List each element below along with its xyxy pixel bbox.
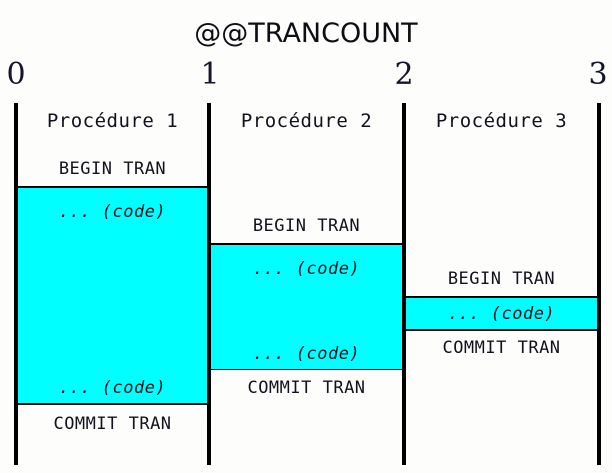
procedure-2-commit-tran-label: COMMIT TRAN bbox=[247, 378, 366, 398]
procedure-1-code-label-top: ... (code) bbox=[58, 202, 167, 222]
procedure-1-commit-tran-label: COMMIT TRAN bbox=[53, 414, 172, 434]
page-title: @@TRANCOUNT bbox=[194, 18, 418, 49]
nesting-level-line-1 bbox=[207, 103, 211, 465]
nesting-level-line-2 bbox=[402, 103, 406, 465]
column-header-procedure-2: Procédure 2 bbox=[240, 110, 373, 132]
procedure-3-code-block: ... (code) bbox=[406, 296, 597, 331]
procedure-2-code-label-top: ... (code) bbox=[252, 259, 361, 279]
procedure-2-begin-tran-label: BEGIN TRAN bbox=[252, 216, 361, 236]
procedure-3-begin-tran-label: BEGIN TRAN bbox=[447, 269, 556, 289]
procedure-2-code-label-bottom: ... (code) bbox=[252, 344, 361, 364]
nesting-level-line-0 bbox=[14, 103, 18, 465]
procedure-1-begin-tran: BEGIN TRAN bbox=[18, 152, 207, 186]
column-header-procedure-1: Procédure 1 bbox=[46, 110, 179, 132]
procedure-1-code-label-bottom: ... (code) bbox=[58, 378, 167, 398]
procedure-3-code-label: ... (code) bbox=[447, 303, 556, 324]
procedure-3-begin-tran: BEGIN TRAN bbox=[406, 262, 597, 296]
procedure-2-code-label-bottom-row: ... (code) bbox=[211, 339, 402, 369]
axis-label-1: 1 bbox=[200, 57, 220, 92]
axis-label-3: 3 bbox=[588, 57, 608, 92]
nesting-level-line-3 bbox=[597, 103, 601, 465]
procedure-1-commit-tran: COMMIT TRAN bbox=[18, 407, 207, 441]
column-header-procedure-3: Procédure 3 bbox=[435, 110, 568, 132]
procedure-3-commit-tran: COMMIT TRAN bbox=[406, 331, 597, 365]
axis-label-2: 2 bbox=[394, 57, 414, 92]
procedure-2-begin-tran: BEGIN TRAN bbox=[211, 209, 402, 243]
procedure-2-commit-tran: COMMIT TRAN bbox=[211, 371, 402, 405]
axis-label-0: 0 bbox=[6, 57, 26, 92]
procedure-1-code-block: ... (code) bbox=[18, 186, 207, 405]
procedure-1-begin-tran-label: BEGIN TRAN bbox=[58, 159, 167, 179]
procedure-1-code-label-bottom-row: ... (code) bbox=[18, 373, 207, 403]
procedure-3-commit-tran-label: COMMIT TRAN bbox=[442, 338, 561, 358]
